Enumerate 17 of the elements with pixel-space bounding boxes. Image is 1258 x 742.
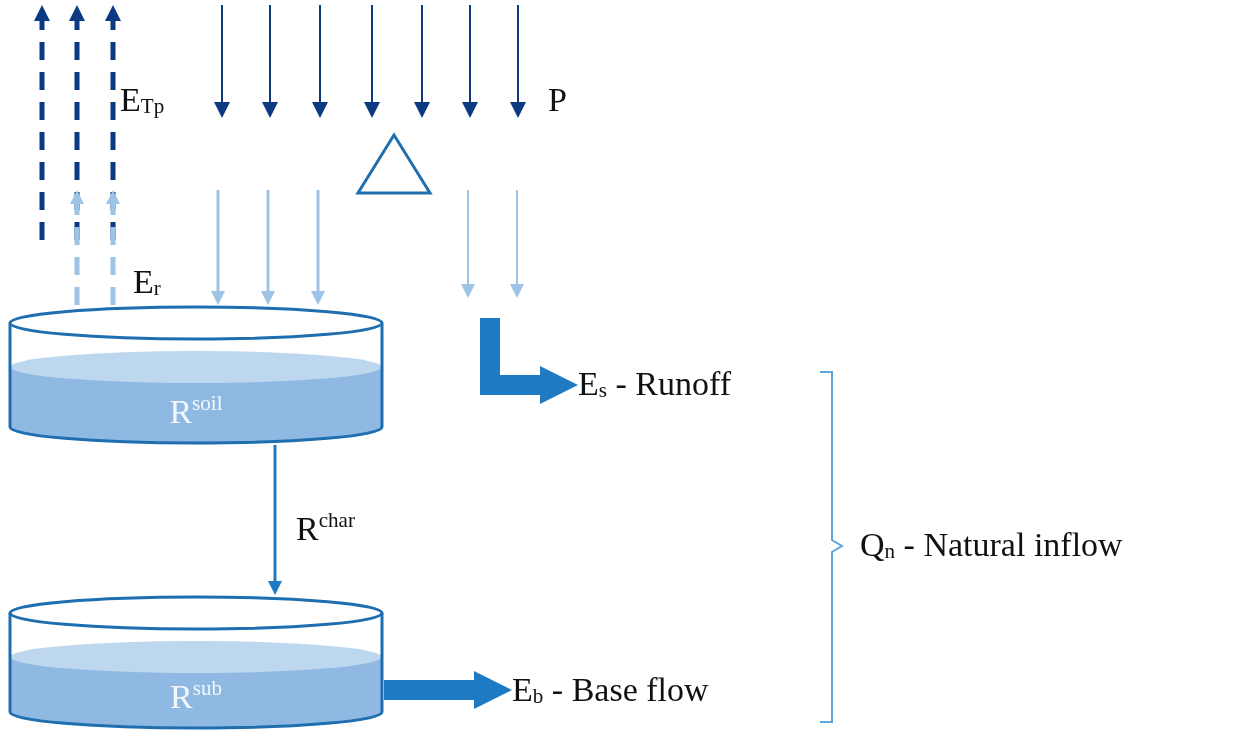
reservoir-label: R$^{soil}$ bbox=[168, 390, 224, 432]
arrow bbox=[261, 190, 275, 305]
variable-label: E$_{Tp}$ bbox=[120, 80, 165, 121]
arrow bbox=[106, 190, 120, 305]
variable-label: Q$_{n}$ - Natural inflow bbox=[860, 525, 1123, 566]
arrow bbox=[384, 671, 512, 709]
arrow bbox=[70, 190, 84, 305]
variable-label: P bbox=[548, 80, 567, 120]
flow-label: E$_{s}$ - Runoff bbox=[578, 364, 828, 406]
triangle-symbol bbox=[355, 132, 433, 196]
arrow bbox=[211, 190, 225, 305]
arrow bbox=[480, 318, 578, 404]
arrow bbox=[311, 190, 325, 305]
flow-label: E$_{b}$ - Base flow bbox=[512, 670, 812, 712]
arrow bbox=[268, 445, 282, 595]
variable-label: E$_{r}$ bbox=[133, 262, 161, 303]
reservoir-label: R$^{sub}$ bbox=[169, 675, 223, 717]
